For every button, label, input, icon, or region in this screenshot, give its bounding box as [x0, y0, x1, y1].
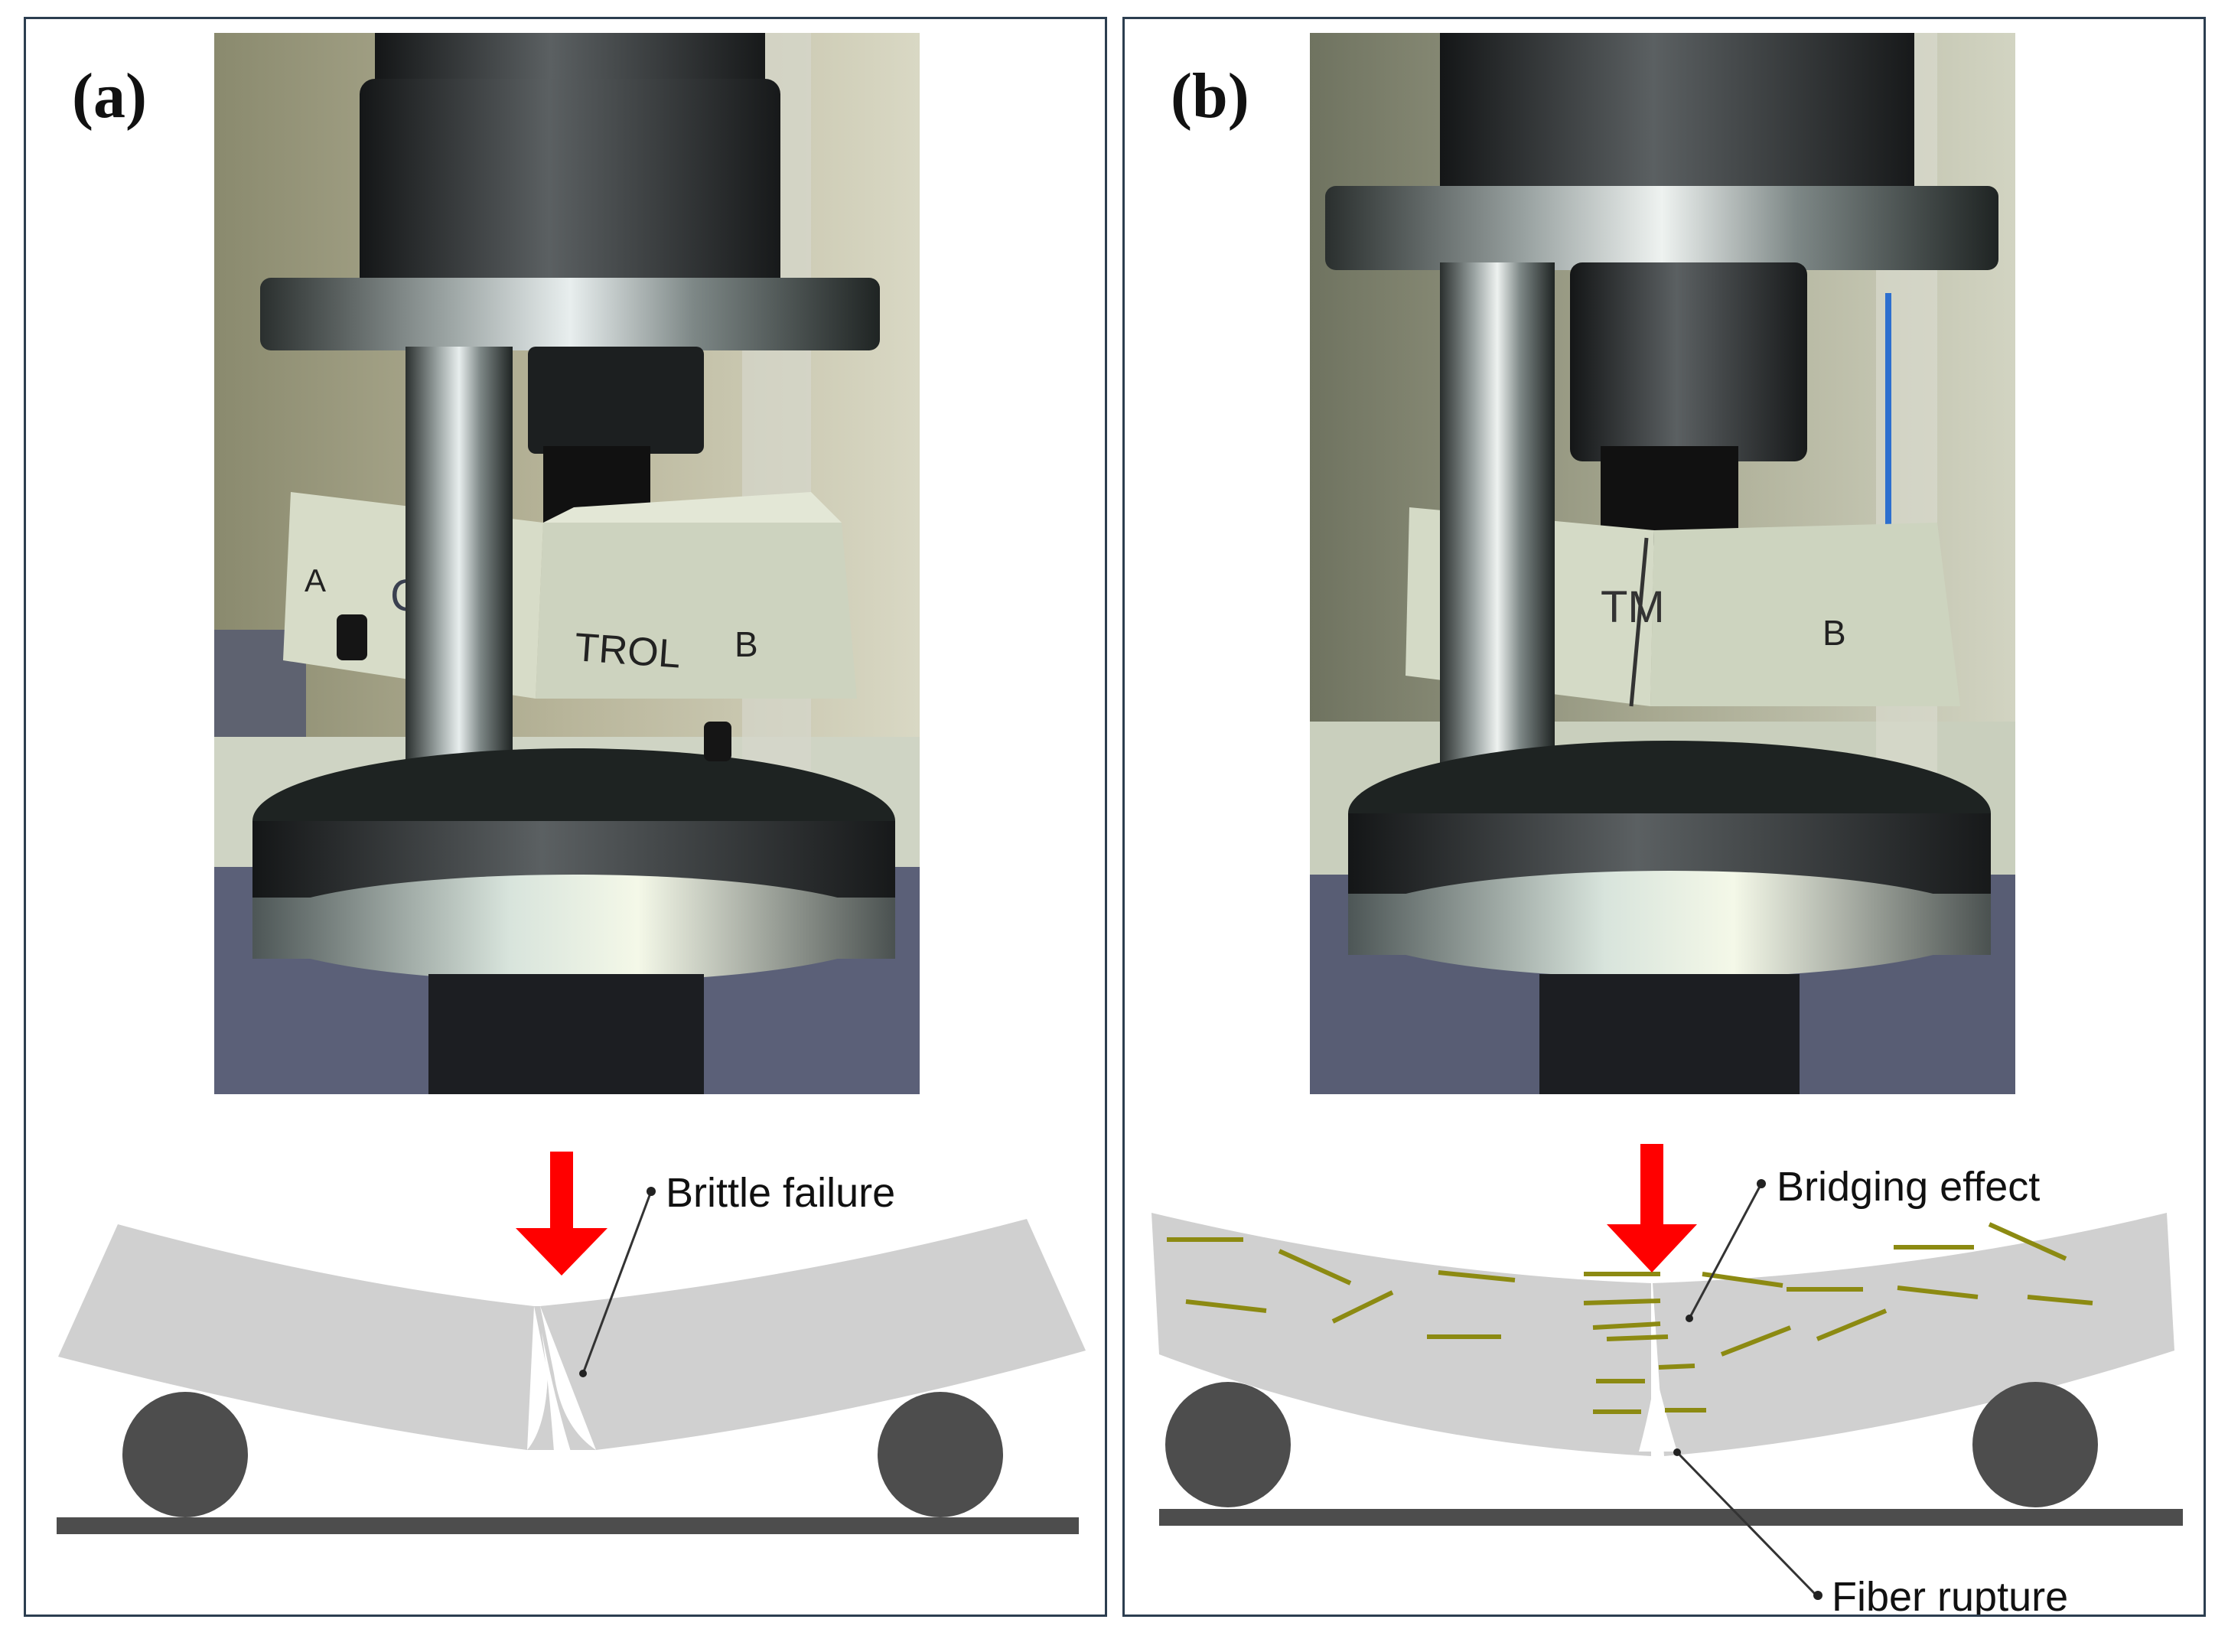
panel-b: (b) [1122, 17, 2206, 1617]
beam-left-half [58, 1224, 534, 1450]
diagram-bridging-effect: Bridging effect Fiber rupture [1125, 1106, 2204, 1615]
roller-support-icon [122, 1392, 248, 1517]
load-arrow-icon [1607, 1144, 1697, 1272]
base-plate [57, 1517, 1079, 1534]
beam-left-half [1151, 1213, 1651, 1456]
diagram-brittle-failure: Brittle failure [26, 1106, 1105, 1615]
specimen-mark-tm: TM [1601, 582, 1665, 632]
specimen-mark-trol: TROL [573, 625, 682, 677]
photo-flexural-test-control: A C TROL B [214, 33, 920, 1094]
panel-a: (a) [24, 17, 1107, 1617]
panel-label-a: (a) [72, 60, 147, 132]
annotation-brittle-failure: Brittle failure [666, 1170, 895, 1216]
specimen-mark-b: B [1822, 613, 1846, 653]
photo-flexural-test-fiber: A TM B [1310, 33, 2015, 1094]
crack [1639, 1373, 1677, 1452]
roller-support-icon [1165, 1382, 1291, 1507]
roller-support-icon [1972, 1382, 2098, 1507]
annotation-fiber-rupture: Fiber rupture [1832, 1574, 2068, 1615]
annotation-bridging-effect: Bridging effect [1777, 1164, 2040, 1210]
beam-right-half [1653, 1213, 2174, 1456]
roller-support-icon [878, 1392, 1003, 1517]
panel-label-b: (b) [1171, 60, 1249, 132]
specimen-mark-b: B [735, 624, 758, 664]
load-arrow-icon [516, 1152, 607, 1276]
base-plate [1159, 1509, 2183, 1526]
beam-right-half [540, 1219, 1086, 1450]
specimen-mark-a: A [305, 562, 326, 598]
crack [542, 1332, 571, 1452]
fibers [1167, 1222, 2093, 1414]
